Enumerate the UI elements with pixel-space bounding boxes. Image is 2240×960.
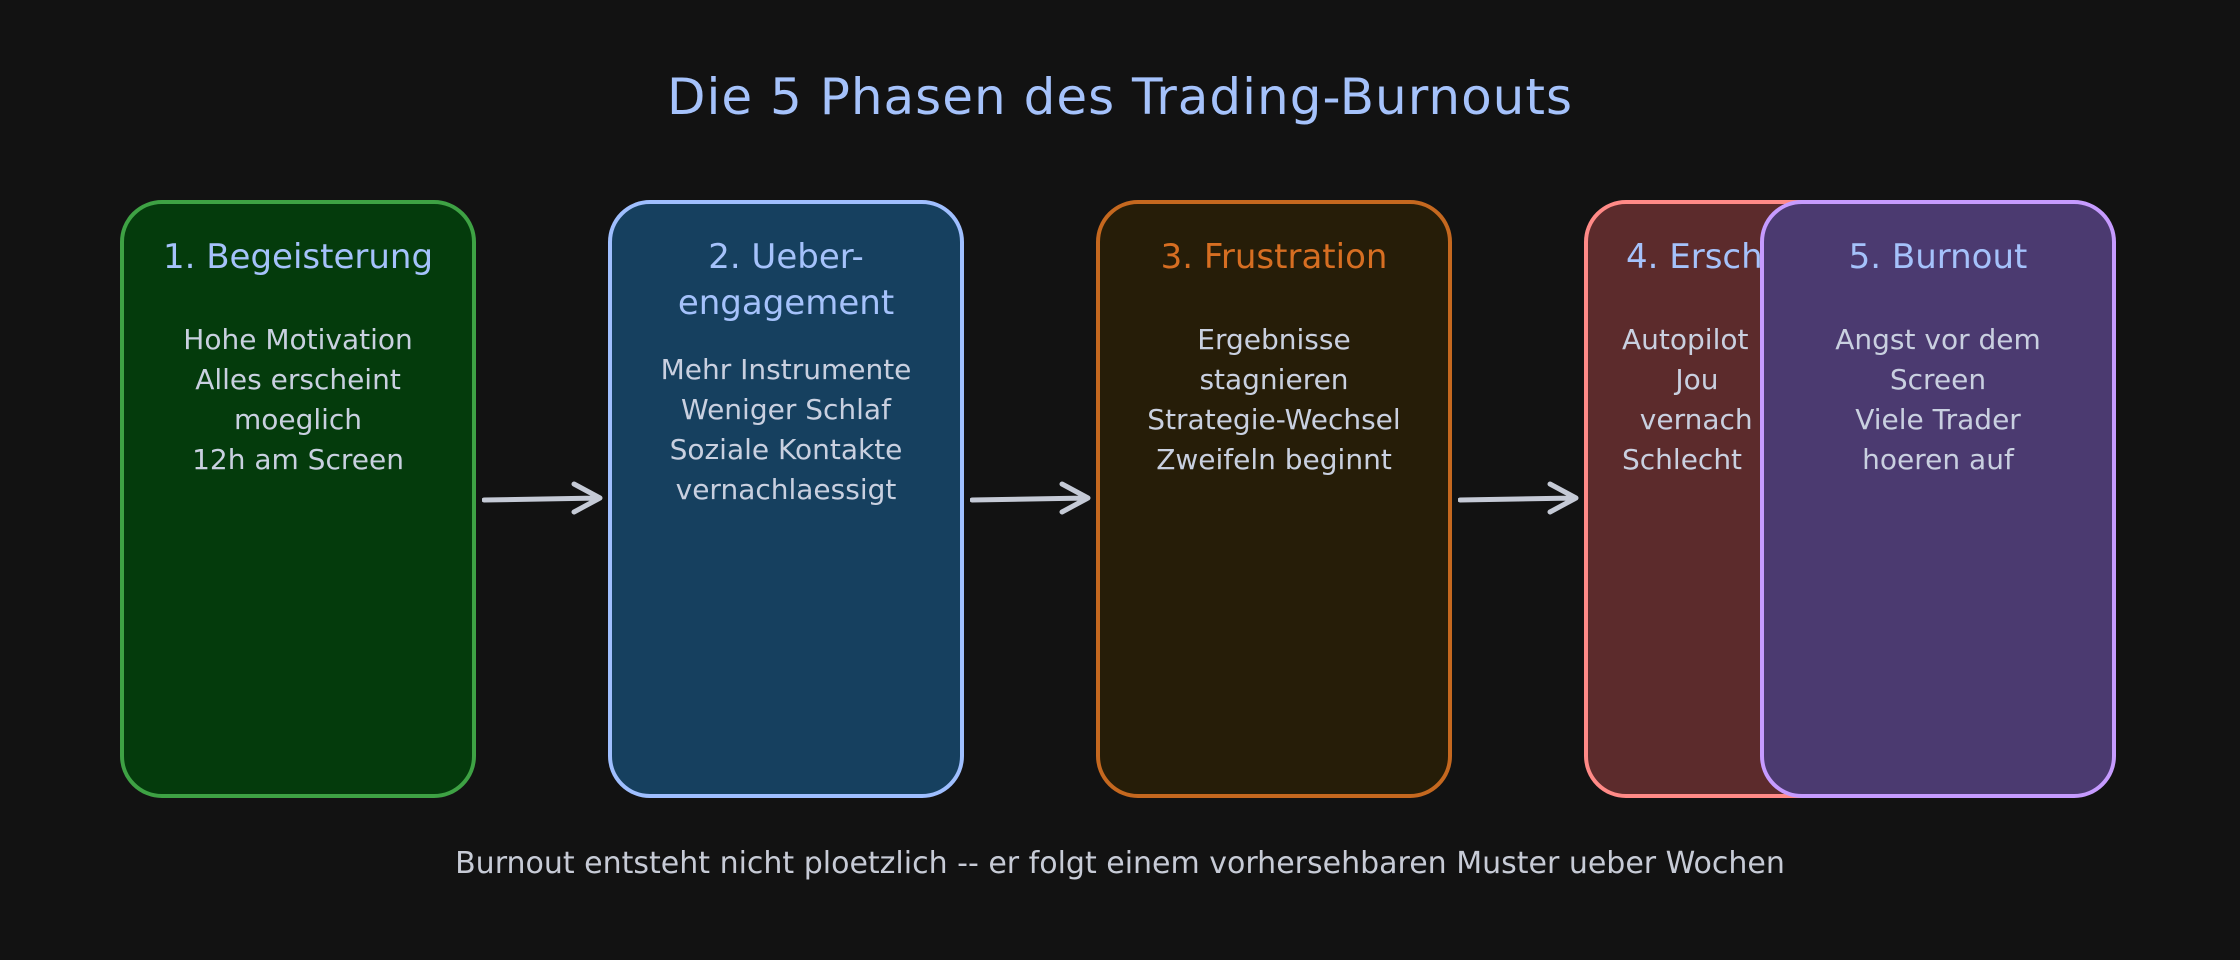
arrow-3-to-4	[1458, 481, 1579, 515]
phase-card-ueberengagement: 2. Ueber- engagement Mehr Instrumente We…	[608, 200, 964, 798]
phase-title: 4. Ersch	[1626, 237, 1763, 277]
arrow-1-to-2	[482, 481, 603, 515]
phase-description: Ergebnisse stagnieren Strategie-Wechsel …	[1147, 323, 1401, 476]
diagram-title: Die 5 Phasen des Trading-Burnouts	[666, 68, 1574, 126]
phase-title: 1. Begeisterung	[162, 237, 434, 277]
phase-description: Hohe Motivation Alles erscheint moeglich…	[183, 323, 413, 476]
footer-caption: Burnout entsteht nicht ploetzlich -- er …	[455, 846, 1785, 881]
phase-title: 2. Ueber- engagement	[677, 237, 895, 323]
phase-card-begeisterung: 1. Begeisterung Hohe Motivation Alles er…	[120, 200, 476, 798]
phase-description: Mehr Instrumente Weniger Schlaf Soziale …	[660, 353, 912, 506]
phase-description: Autopilot Jou vernach Schlecht	[1622, 323, 1753, 476]
phase-card-frustration: 3. Frustration Ergebnisse stagnieren Str…	[1096, 200, 1452, 798]
phase-title: 5. Burnout	[1848, 237, 2028, 277]
phase-title: 3. Frustration	[1160, 237, 1388, 277]
arrow-2-to-3	[970, 481, 1091, 515]
phase-description: Angst vor dem Screen Viele Trader hoeren…	[1835, 323, 2041, 476]
phase-card-burnout: 5. Burnout Angst vor dem Screen Viele Tr…	[1760, 200, 2116, 798]
